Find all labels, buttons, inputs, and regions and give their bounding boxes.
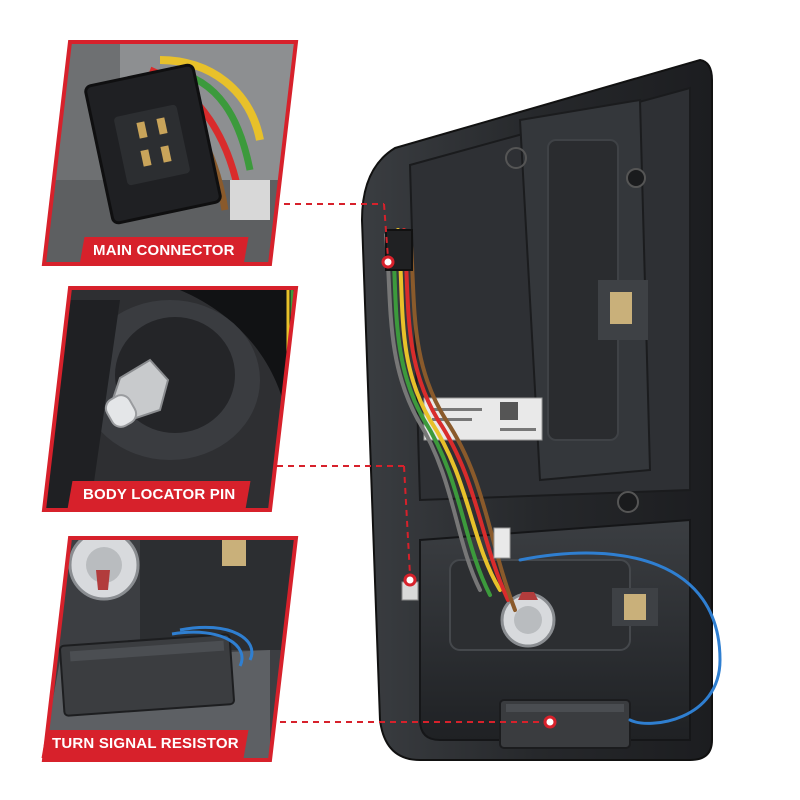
- inset-body-locator-pin: [41, 286, 299, 512]
- turn-signal-resistor-label-text: TURN SIGNAL RESISTOR: [51, 735, 239, 752]
- body-locator-pin-label: BODY LOCATOR PIN: [67, 481, 251, 509]
- turn-signal-resistor-label: TURN SIGNAL RESISTOR: [41, 730, 249, 758]
- inset-main-connector: [41, 40, 299, 266]
- taillight-housing: [360, 58, 713, 761]
- wiring-harness: [384, 228, 722, 725]
- main-connector-label: MAIN CONNECTOR: [79, 237, 249, 265]
- main-connector-label-text: MAIN CONNECTOR: [93, 242, 235, 259]
- callout-markers: [381, 255, 557, 729]
- leader-lines: [258, 203, 545, 723]
- body-locator-pin-label-text: BODY LOCATOR PIN: [82, 486, 236, 503]
